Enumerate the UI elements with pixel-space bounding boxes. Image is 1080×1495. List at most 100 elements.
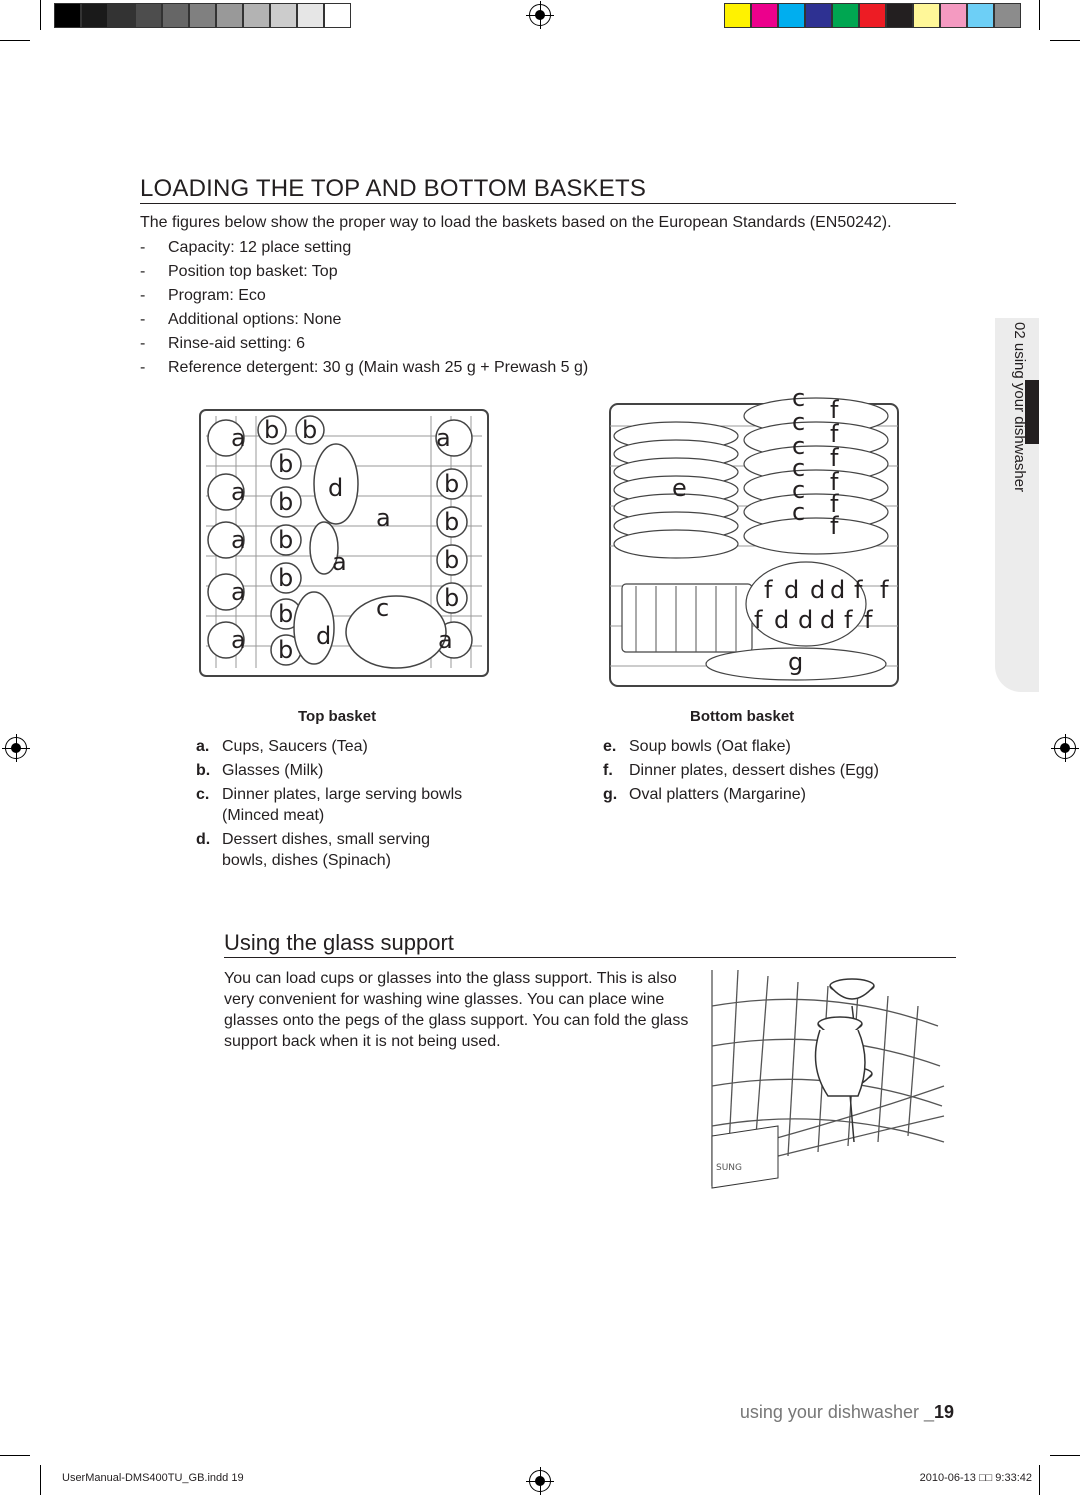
color-swatch bbox=[724, 3, 751, 28]
svg-text:g: g bbox=[788, 648, 803, 676]
svg-text:c: c bbox=[792, 454, 805, 482]
spec-item: -Additional options: None bbox=[140, 311, 342, 328]
color-swatch bbox=[940, 3, 967, 28]
svg-text:a: a bbox=[438, 626, 453, 654]
crop-mark bbox=[0, 40, 30, 41]
svg-text:a: a bbox=[231, 478, 246, 506]
legend-item: e.Soup bowls (Oat flake) bbox=[603, 738, 791, 755]
svg-text:f: f bbox=[764, 576, 773, 604]
svg-text:d: d bbox=[784, 576, 799, 604]
crop-mark bbox=[1039, 0, 1040, 30]
registration-mark-icon bbox=[526, 1, 554, 29]
spec-item: -Rinse-aid setting: 6 bbox=[140, 335, 305, 352]
svg-text:f: f bbox=[844, 606, 853, 634]
crop-mark bbox=[1050, 40, 1080, 41]
svg-text:a: a bbox=[231, 526, 246, 554]
svg-text:b: b bbox=[278, 488, 293, 516]
svg-text:b: b bbox=[278, 526, 293, 554]
color-swatch bbox=[751, 3, 778, 28]
svg-text:b: b bbox=[444, 508, 459, 536]
color-swatch bbox=[967, 3, 994, 28]
color-swatch bbox=[859, 3, 886, 28]
svg-text:d: d bbox=[830, 576, 845, 604]
bottom-basket-legend: e.Soup bowls (Oat flake) f.Dinner plates… bbox=[603, 736, 923, 808]
legend-item: c.Dinner plates, large serving bowls (Mi… bbox=[196, 786, 463, 824]
svg-text:a: a bbox=[231, 578, 246, 606]
svg-text:d: d bbox=[810, 576, 825, 604]
svg-text:d: d bbox=[820, 606, 835, 634]
bottom-basket-heading: Bottom basket bbox=[690, 708, 795, 725]
glass-support-text: You can load cups or glasses into the gl… bbox=[224, 970, 689, 1050]
svg-text:a: a bbox=[376, 504, 391, 532]
color-swatch bbox=[243, 3, 270, 28]
svg-text:c: c bbox=[792, 432, 805, 460]
chapter-tab-marker bbox=[1025, 380, 1039, 444]
svg-text:b: b bbox=[302, 416, 317, 444]
svg-text:f: f bbox=[880, 576, 889, 604]
subtitle-rule bbox=[224, 957, 956, 958]
crop-mark bbox=[1039, 1465, 1040, 1495]
legend-item: d.Dessert dishes, small serving bowls, d… bbox=[196, 831, 431, 869]
color-swatch bbox=[805, 3, 832, 28]
slug-file: UserManual-DMS400TU_GB.indd 19 bbox=[62, 1472, 244, 1484]
svg-text:f: f bbox=[830, 512, 839, 540]
color-swatch bbox=[108, 3, 135, 28]
registration-mark-icon bbox=[1051, 734, 1079, 762]
color-swatch bbox=[189, 3, 216, 28]
color-swatch bbox=[54, 3, 81, 28]
chapter-tab-label: 02 using your dishwasher bbox=[1011, 322, 1028, 493]
color-swatch bbox=[270, 3, 297, 28]
spec-list: -Capacity: 12 place setting -Position to… bbox=[140, 238, 588, 382]
top-basket-legend: a.Cups, Saucers (Tea) b.Glasses (Milk) c… bbox=[196, 736, 496, 874]
intro-text: The figures below show the proper way to… bbox=[140, 214, 892, 231]
svg-text:b: b bbox=[278, 636, 293, 664]
crop-mark bbox=[1050, 1455, 1080, 1456]
svg-text:f: f bbox=[854, 576, 863, 604]
svg-text:b: b bbox=[264, 416, 279, 444]
svg-text:c: c bbox=[792, 498, 805, 526]
color-swatch bbox=[886, 3, 913, 28]
crop-mark bbox=[40, 1465, 41, 1495]
brand-fragment: SUNG bbox=[716, 1163, 742, 1173]
svg-text:d: d bbox=[328, 474, 343, 502]
svg-text:b: b bbox=[444, 470, 459, 498]
svg-text:c: c bbox=[792, 408, 805, 436]
svg-text:c: c bbox=[376, 594, 389, 622]
svg-text:f: f bbox=[830, 444, 839, 472]
spec-item: -Reference detergent: 30 g (Main wash 25… bbox=[140, 359, 589, 376]
svg-text:b: b bbox=[278, 450, 293, 478]
section-title: LOADING THE TOP AND BOTTOM BASKETS bbox=[140, 175, 647, 202]
top-basket-heading: Top basket bbox=[298, 708, 377, 725]
svg-text:b: b bbox=[278, 600, 293, 628]
spec-item: -Program: Eco bbox=[140, 287, 266, 304]
spec-item: -Position top basket: Top bbox=[140, 263, 338, 280]
title-rule bbox=[140, 203, 956, 204]
svg-text:b: b bbox=[444, 546, 459, 574]
svg-text:f: f bbox=[830, 468, 839, 496]
color-swatch bbox=[216, 3, 243, 28]
svg-text:d: d bbox=[774, 606, 789, 634]
svg-text:a: a bbox=[231, 424, 246, 452]
svg-text:d: d bbox=[798, 606, 813, 634]
legend-item: a.Cups, Saucers (Tea) bbox=[196, 738, 368, 755]
svg-text:f: f bbox=[754, 606, 763, 634]
legend-item: b.Glasses (Milk) bbox=[196, 762, 324, 779]
color-swatch bbox=[913, 3, 940, 28]
svg-text:d: d bbox=[316, 622, 331, 650]
svg-text:c: c bbox=[792, 386, 805, 412]
crop-mark bbox=[40, 0, 41, 30]
svg-text:a: a bbox=[436, 424, 451, 452]
color-swatch bbox=[162, 3, 189, 28]
color-swatch bbox=[135, 3, 162, 28]
registration-mark-icon bbox=[2, 734, 30, 762]
svg-text:f: f bbox=[830, 420, 839, 448]
legend-item: f.Dinner plates, dessert dishes (Egg) bbox=[603, 762, 879, 779]
svg-text:f: f bbox=[830, 490, 839, 518]
color-swatch bbox=[994, 3, 1021, 28]
glass-support-title: Using the glass support bbox=[224, 930, 454, 955]
svg-text:c: c bbox=[792, 476, 805, 504]
svg-text:e: e bbox=[672, 474, 687, 502]
registration-mark-icon bbox=[526, 1467, 554, 1495]
